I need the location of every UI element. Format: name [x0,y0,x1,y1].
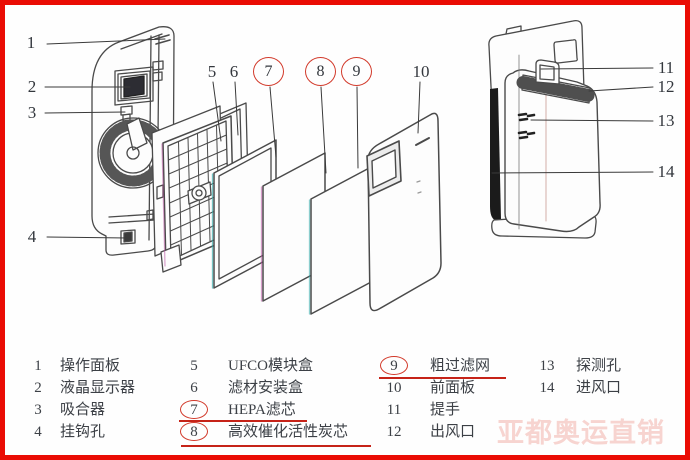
legend-num: 12 [386,424,402,440]
legend-column-4: 13 探测孔 14 进风口 [533,355,622,399]
callout-12: 12 [657,77,675,96]
legend-item: 5 UFCO模块盒 [180,355,348,377]
legend-item: 8 高效催化活性炭芯 [180,421,348,443]
legend-item: 14 进风口 [533,377,622,399]
callout-lines [44,38,654,239]
legend-column-1: 1 操作面板 2 液晶显示器 3 吸合器 4 挂钩孔 [27,355,135,443]
legend-label: 前面板 [430,380,476,396]
legend-label: 液晶显示器 [60,380,136,396]
legend-item: 1 操作面板 [27,355,135,377]
legend-item: 7 HEPA滤芯 [180,399,348,421]
legend-item: 6 滤材安装盒 [180,377,348,399]
legend-label: 吸合器 [60,402,106,418]
legend-num: 11 [386,402,402,418]
watermark-text: 亚都奥运直销网 [497,418,665,448]
legend-label: 粗过滤网 [430,358,491,374]
red-underline-coarse-filter [379,377,506,380]
legend-column-3: 9 粗过滤网 10 前面板 11 提手 12 出风口 [380,355,490,443]
legend-label: 操作面板 [60,358,121,374]
callout-5: 5 [207,62,217,81]
legend-label: 出风口 [430,424,476,440]
legend-num: 14 [539,380,555,396]
legend-num: 10 [386,380,402,396]
legend-num: 13 [539,358,555,374]
legend-num: 5 [190,358,198,374]
front-panel-drawing [366,112,442,312]
legend-item: 9 粗过滤网 [380,355,490,377]
callout-9-circled: 9 [341,57,372,86]
legend-label: 挂钩孔 [60,424,106,440]
callout-1: 1 [26,33,36,52]
legend-label: 进风口 [576,380,622,396]
legend-item: 11 提手 [380,399,490,421]
legend-label: 提手 [430,402,461,418]
legend-label: UFCO模块盒 [228,358,314,374]
legend-label: 滤材安装盒 [228,380,304,396]
legend-item: 12 出风口 [380,421,490,443]
callout-2: 2 [27,77,37,96]
callout-10: 10 [412,62,430,81]
callout-8-circled: 8 [305,57,336,86]
legend-column-2: 5 UFCO模块盒 6 滤材安装盒 7 HEPA滤芯 8 高效催化活性炭芯 [180,355,348,443]
legend-num-circled: 7 [180,400,208,419]
legend-item: 10 前面板 [380,377,490,399]
callout-11: 11 [657,58,675,77]
legend-num-circled: 8 [180,422,208,441]
legend-label: 探测孔 [576,358,622,374]
legend-num-circled: 9 [380,356,408,375]
legend-item: 13 探测孔 [533,355,622,377]
legend-label: 高效催化活性炭芯 [228,424,349,440]
legend-num: 2 [34,380,42,396]
legend-item: 4 挂钩孔 [27,421,135,443]
callout-7-circled: 7 [253,57,284,86]
assembled-unit-drawing [488,20,601,239]
exploded-diagram [44,20,654,315]
red-underline-hepa [179,420,307,423]
callout-14: 14 [657,162,675,181]
legend-label: HEPA滤芯 [228,402,296,418]
callout-4: 4 [27,227,37,246]
callout-13: 13 [657,111,675,130]
callout-6: 6 [229,62,239,81]
legend-num: 6 [190,380,198,396]
legend-item: 2 液晶显示器 [27,377,135,399]
coarse-filter-drawing [308,165,374,315]
red-underline-carbon [181,445,371,448]
legend-item: 3 吸合器 [27,399,135,421]
legend-num: 3 [34,402,42,418]
legend-num: 1 [34,358,42,374]
legend-num: 4 [34,424,42,440]
callout-3: 3 [27,103,37,122]
